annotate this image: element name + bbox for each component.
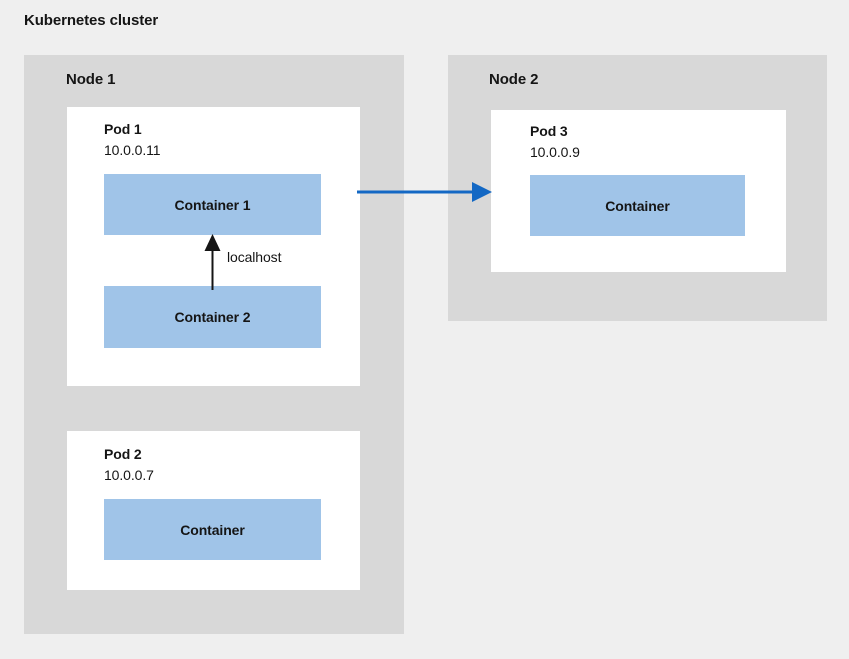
node-label-node-2: Node 2 (489, 71, 539, 88)
container-box-pod-1-container-2[interactable]: Container 2 (104, 286, 321, 348)
pod-ip-pod-3: 10.0.0.9 (530, 144, 580, 160)
pod-ip-pod-2: 10.0.0.7 (104, 467, 154, 483)
container-box-pod-2-container[interactable]: Container (104, 499, 321, 560)
pod-name-pod-1: Pod 1 (104, 121, 142, 137)
pod-name-pod-3: Pod 3 (530, 123, 568, 139)
edge-label-localhost: localhost (227, 249, 282, 265)
node-label-node-1: Node 1 (66, 71, 116, 88)
container-label-pod-2-container: Container (180, 521, 245, 538)
cross-node-connector-arrow (357, 182, 492, 202)
pod-name-pod-2: Pod 2 (104, 446, 142, 462)
diagram-title: Kubernetes cluster (24, 12, 159, 29)
container-box-pod-3-container[interactable]: Container (530, 175, 745, 236)
localhost-connector-arrow (204, 234, 221, 290)
container-label-pod-1-container-2: Container 2 (174, 309, 251, 325)
container-label-pod-1-container-1: Container 1 (174, 196, 251, 213)
container-label-pod-3-container: Container (605, 197, 670, 214)
container-box-pod-1-container-1[interactable]: Container 1 (104, 174, 321, 235)
pod-ip-pod-1: 10.0.0.11 (104, 142, 161, 158)
